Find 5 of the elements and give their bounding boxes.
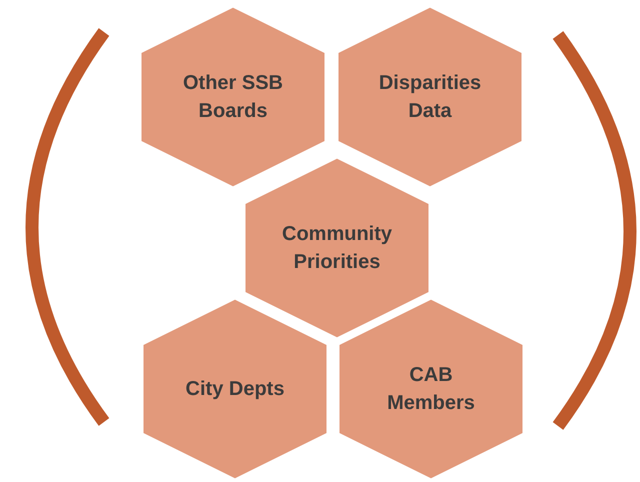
node-label: CAB Members [386,363,476,416]
node-label: Other SSB Boards [182,71,284,124]
node-label: Community Priorities [281,222,393,275]
node-label: City Depts [184,377,286,402]
node-label: Disparities Data [378,71,482,124]
